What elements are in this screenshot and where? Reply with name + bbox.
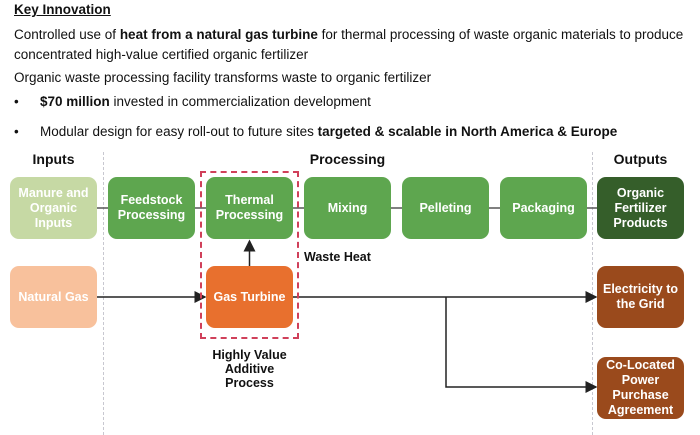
inputs-divider <box>103 152 104 435</box>
process-packaging-box: Packaging <box>500 177 587 239</box>
value-additive-highlight <box>200 171 299 339</box>
bullet-investment: • $70 million invested in commercializat… <box>14 94 371 109</box>
bullet-text: Modular design for easy roll-out to futu… <box>40 124 617 139</box>
body-text: Modular design for easy roll-out to futu… <box>40 124 318 139</box>
process-pelleting-box: Pelleting <box>402 177 489 239</box>
column-header-processing: Processing <box>309 151 386 167</box>
intro-paragraph: Controlled use of heat from a natural ga… <box>14 25 694 65</box>
input-natural-gas-box: Natural Gas <box>10 266 97 328</box>
bullet-text: $70 million invested in commercializatio… <box>40 94 371 109</box>
arrow-turbine-to-ppa <box>445 297 598 393</box>
process-feedstock-box: Feedstock Processing <box>108 177 195 239</box>
emphasis-text: heat from a natural gas turbine <box>119 27 318 42</box>
emphasis-text: targeted & scalable in North America & E… <box>317 124 618 139</box>
bullet-glyph: • <box>14 94 19 109</box>
input-manure-box: Manure and Organic Inputs <box>10 177 97 239</box>
emphasis-text: $70 million <box>40 94 110 109</box>
process-mixing-box: Mixing <box>304 177 391 239</box>
bullet-modular: • Modular design for easy roll-out to fu… <box>14 124 617 139</box>
summary-paragraph: Organic waste processing facility transf… <box>14 70 432 85</box>
waste-heat-label: Waste Heat <box>304 250 371 264</box>
process-gas-turbine-box: Gas Turbine <box>206 266 293 328</box>
section-title: Key Innovation <box>14 2 111 17</box>
body-text: invested in commercialization developmen… <box>109 94 371 109</box>
output-electricity-box: Electricity to the Grid <box>597 266 684 328</box>
body-text: Controlled use of <box>14 27 120 42</box>
process-thermal-box: Thermal Processing <box>206 177 293 239</box>
value-additive-label: Highly Value Additive Process <box>212 348 287 390</box>
column-header-outputs: Outputs <box>613 151 668 167</box>
bullet-glyph: • <box>14 124 19 139</box>
column-header-inputs: Inputs <box>32 151 75 167</box>
output-ppa-box: Co-Located Power Purchase Agreement <box>597 357 684 419</box>
output-fertilizer-box: Organic Fertilizer Products <box>597 177 684 239</box>
body-text: for thermal processing of waste organic … <box>14 27 684 62</box>
